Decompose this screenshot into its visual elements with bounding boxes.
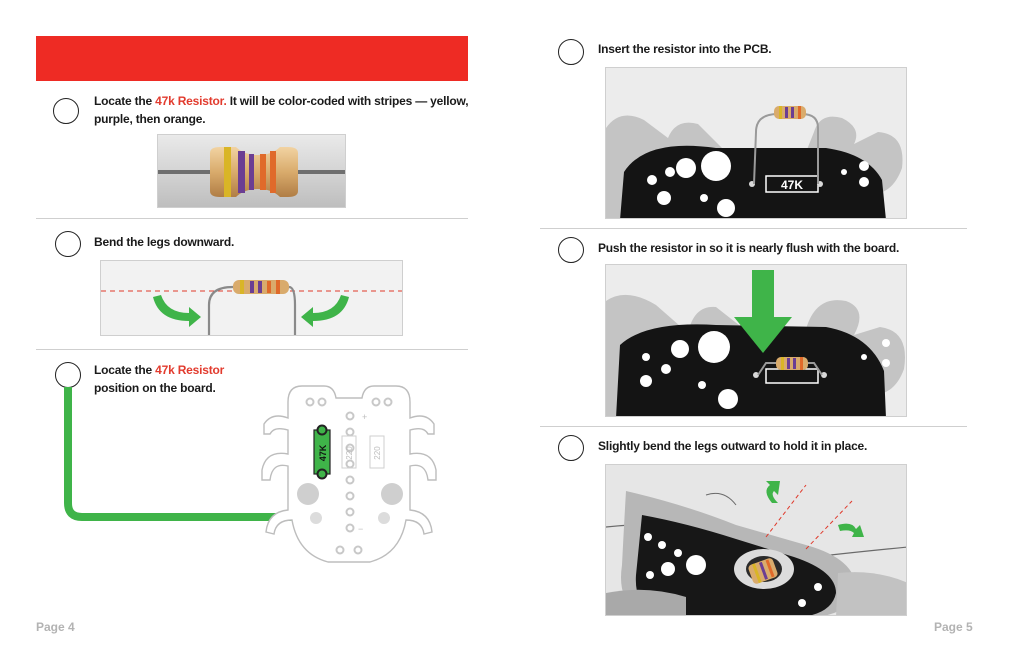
divider <box>36 218 468 219</box>
instruction-text: It will be color-coded with stripes — ye… <box>94 94 469 126</box>
instruction-text: Locate the <box>94 94 156 108</box>
step-instruction-insert-resistor: Insert the resistor into the PCB. <box>598 42 772 56</box>
instruction-text: position on the board. <box>94 381 216 395</box>
label-47k: 47K <box>318 444 328 461</box>
pcb-bug-diagram: 47K 220 220 + − <box>261 385 437 563</box>
highlight-resistor-name: 47k Resistor. <box>155 94 227 108</box>
arrow-curve-up-left <box>766 481 780 503</box>
arrow-down-shaft <box>752 270 774 320</box>
step-instruction-locate-position: Locate the 47k Resistor position on the … <box>94 361 274 397</box>
push-resistor-image <box>606 265 906 416</box>
label-minus: − <box>358 524 363 534</box>
arrow-down-head <box>734 317 792 353</box>
instruction-text: Locate the <box>94 363 156 377</box>
bend-legs-image <box>101 280 402 335</box>
divider <box>540 228 967 229</box>
bend-legs-photo <box>100 260 403 336</box>
bend-outward-photo <box>605 464 907 616</box>
label-220a: 220 <box>345 446 354 460</box>
highlight-resistor-name: 47k Resistor <box>155 363 225 377</box>
step-instruction-push-resistor: Push the resistor in so it is nearly flu… <box>598 241 900 255</box>
arrow-left-curve <box>153 295 201 327</box>
pcb-label-47k: 47K <box>781 178 803 192</box>
step-checkbox-circle[interactable] <box>558 237 584 263</box>
step-checkbox-circle[interactable] <box>558 39 584 65</box>
divider <box>540 426 967 427</box>
page-number-right: Page 5 <box>934 620 973 634</box>
step-checkbox-circle[interactable] <box>53 98 79 124</box>
bend-outward-image <box>606 465 906 615</box>
divider <box>36 349 468 350</box>
label-plus: + <box>362 412 367 422</box>
insert-resistor-photo: 47K <box>605 67 907 219</box>
resistor-photo <box>157 134 346 208</box>
section-header-bar <box>36 36 468 81</box>
insert-resistor-image: 47K <box>606 68 906 218</box>
step-instruction-locate-resistor: Locate the 47k Resistor. It will be colo… <box>94 92 470 128</box>
step-instruction-bend-legs: Bend the legs downward. <box>94 235 235 249</box>
step-checkbox-circle[interactable] <box>558 435 584 461</box>
push-resistor-photo <box>605 264 907 417</box>
step-instruction-bend-outward: Slightly bend the legs outward to hold i… <box>598 439 868 453</box>
page-number-left: Page 4 <box>36 620 75 634</box>
label-220b: 220 <box>373 446 382 460</box>
resistor-image <box>158 135 345 207</box>
arrow-right-curve <box>301 295 349 327</box>
step-checkbox-circle[interactable] <box>55 231 81 257</box>
arrow-curve-right <box>838 523 864 537</box>
